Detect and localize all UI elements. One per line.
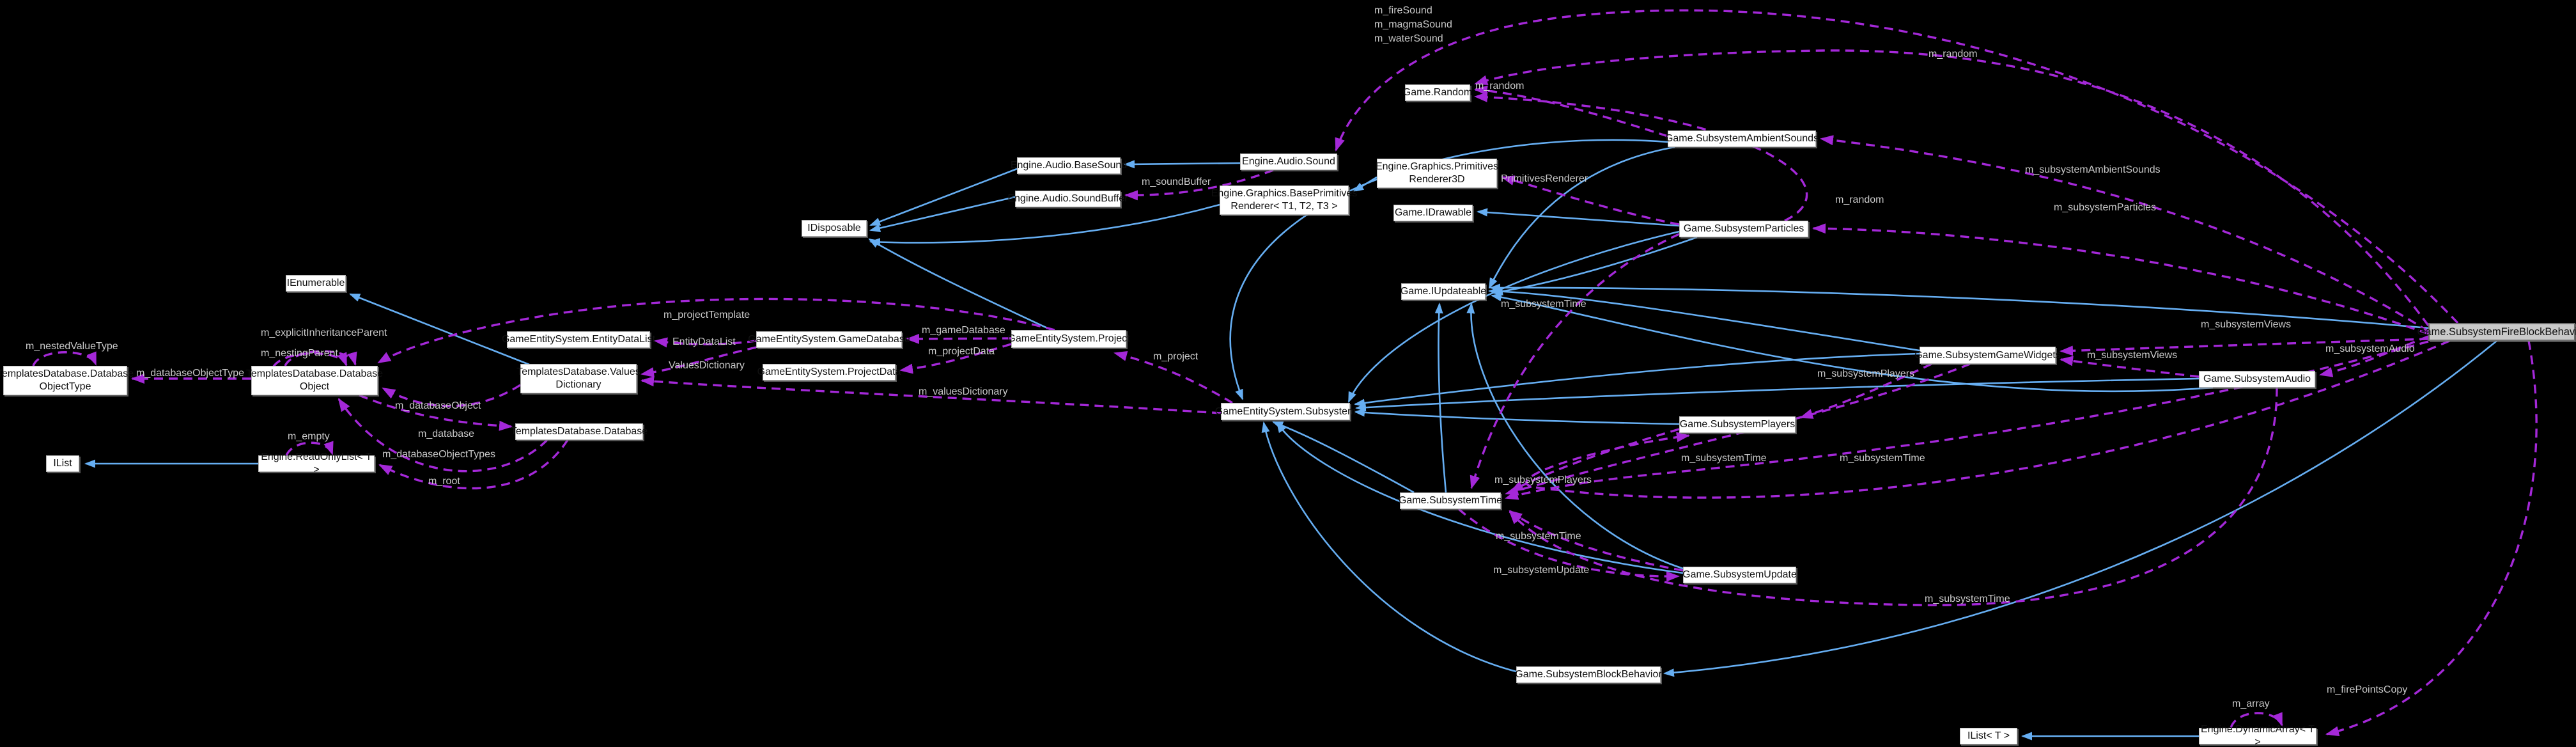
class-node-gameentitysystem-gamedatabase[interactable]: GameEntitySystem.GameDatabase [748, 331, 910, 348]
edge-time-iupdateable [1434, 303, 1447, 493]
class-node-engine-readonlylist[interactable]: Engine.ReadOnlyList< T > [258, 452, 375, 475]
edge-root [338, 398, 548, 473]
class-node-idisposable[interactable]: IDisposable [802, 220, 867, 237]
class-node-gameentitysystem-project[interactable]: GameEntitySystem.Project [1007, 330, 1130, 348]
class-node-templatesdatabase-databaseobjecttype[interactable]: TemplatesDatabase.Database ObjectType [0, 366, 134, 395]
edge-valuesdictionary-property [640, 346, 757, 377]
class-node-gameentitysystem-entitydatalist[interactable]: GameEntitySystem.EntityDataList [502, 331, 655, 348]
class-node-game-subsystemtime[interactable]: Game.SubsystemTime [1399, 492, 1502, 509]
edge-particles-idrawable [1477, 208, 1680, 227]
edge-subsystemupdate-time [1457, 508, 1680, 582]
edge-valuesdictionary-ienumerable [349, 293, 530, 366]
class-node-templatesdatabase-valuesdictionary[interactable]: TemplatesDatabase.Values Dictionary [516, 364, 640, 393]
edge-project-idisposable [868, 238, 1052, 331]
class-node-game-subsystemplayers[interactable]: Game.SubsystemPlayers [1679, 416, 1796, 433]
class-node-engine-graphics-baseprimitivesrenderer[interactable]: Engine.Graphics.BasePrimitives Renderer<… [1211, 185, 1357, 215]
class-node-engine-audio-basesound[interactable]: Engine.Audio.BaseSound [1011, 157, 1127, 174]
edge-subsystemparticles-member [1812, 223, 2429, 335]
edge-firepointscopy [2325, 340, 2538, 737]
edge-subsystemtime-update [1509, 510, 1684, 572]
edge-players-subsystem [1354, 408, 1680, 425]
class-node-game-subsystemblockbehavior[interactable]: Game.SubsystemBlockBehavior [1515, 666, 1662, 683]
class-node-engine-graphics-primitivesrenderer3d[interactable]: Engine.Graphics.Primitives Renderer3D [1376, 159, 1498, 188]
edge-blockbehavior-subsystem [1261, 421, 1517, 673]
edge-subsystemtime-particles [1470, 233, 1680, 489]
edge-firesounds [1335, 9, 2459, 324]
edge-databaseobjecttypes [378, 439, 569, 490]
class-node-game-idrawable[interactable]: Game.IDrawable [1393, 205, 1473, 221]
edge-fireblockbehavior-iupdateable [1489, 283, 2429, 329]
class-node-engine-dynamicarray[interactable]: Engine.DynamicArray< T > [2199, 724, 2316, 747]
class-node-templatesdatabase-database[interactable]: TemplatesDatabase.Database [511, 423, 648, 440]
inheritance-edges [84, 139, 2497, 741]
edge-particles-iupdateable [1492, 236, 1698, 295]
class-node-game-subsystemambientsounds[interactable]: Game.SubsystemAmbientSounds [1665, 130, 1819, 147]
edge-explicitinheritanceparent-selfloop [284, 350, 357, 366]
edge-primitivesrenderer [1501, 175, 1680, 226]
usage-edges [32, 9, 2538, 737]
edge-subsystemplayers-main [1525, 340, 2450, 499]
class-node-ilist-t[interactable]: IList< T > [1960, 728, 2017, 744]
edge-gamedatabase-member [906, 333, 1012, 344]
edge-array-selfloop [2230, 712, 2283, 728]
class-node-ienumerable[interactable]: IEnumerable [286, 275, 346, 292]
class-node-gameentitysystem-projectdata[interactable]: GameEntitySystem.ProjectData [757, 364, 901, 381]
edge-audio-iupdateable [1491, 293, 2214, 393]
edge-random-ambientsounds [1474, 85, 1668, 138]
class-node-game-subsystemaudio[interactable]: Game.SubsystemAudio [2199, 371, 2315, 388]
class-node-game-subsystemupdate[interactable]: Game.SubsystemUpdate [1682, 567, 1797, 583]
edge-time-subsystem [1272, 421, 1415, 494]
class-node-game-subsystemparticles[interactable]: Game.SubsystemParticles [1679, 221, 1808, 237]
edge-gamewidgets-subsystem [1354, 352, 1920, 407]
edge-empty-selfloop [285, 441, 334, 456]
class-node-engine-audio-sound[interactable]: Engine.Audio.Sound [1240, 153, 1337, 170]
class-node-game-iupdateable[interactable]: Game.IUpdateable [1401, 283, 1486, 300]
edge-projecttemplate [377, 297, 1055, 364]
edge-database-member [359, 394, 513, 431]
edge-subsystemambientsounds-member [1820, 135, 2429, 333]
edge-subsystemviews-main [2060, 338, 2429, 356]
edge-subsystemtime-audio [1509, 387, 2278, 606]
class-node-gameentitysystem-subsystem[interactable]: GameEntitySystem.Subsystem [1215, 403, 1356, 420]
edge-random-particles [1474, 91, 1808, 222]
edge-ambientsounds-iupdateable [1488, 146, 1675, 289]
class-node-game-random[interactable]: Game.Random [1403, 84, 1472, 101]
class-node-game-subsystemfireblockbehavior[interactable]: Game.SubsystemFireBlockBehavior [2417, 323, 2576, 341]
edge-projectdata-member [899, 343, 1012, 374]
edge-basesound-idisposable [869, 168, 1018, 226]
edge-databaseobject-member [382, 384, 521, 407]
edge-subsystemaudio-member [2319, 335, 2429, 377]
edge-subsystemviews-audio [2060, 356, 2200, 378]
class-node-templatesdatabase-databaseobject[interactable]: TemplatesDatabase.Database Object [246, 366, 383, 395]
edge-random-main [1474, 49, 2430, 327]
edge-nestedvaluetype-selfloop [32, 351, 97, 366]
class-node-engine-audio-soundbuffer[interactable]: Engine.Audio.SoundBuffer [1007, 191, 1128, 207]
edge-valuesdictionary-member [640, 376, 1222, 414]
edge-subsystemplayers-widgets [1799, 363, 1932, 419]
edge-fireblockbehavior-blockbehavior [1663, 340, 2497, 677]
edge-nestingparent-selfloop [272, 352, 348, 368]
class-node-game-subsystemgamewidgets[interactable]: Game.SubsystemGameWidgets [1914, 347, 2061, 364]
class-node-ilist[interactable]: IList [46, 455, 79, 472]
edge-soundbuffer-idisposable [869, 196, 1016, 232]
edge-entitydatalist-property [654, 337, 757, 348]
edge-gamewidgets-iupdateable [1488, 287, 1920, 352]
edge-audio-subsystem [1355, 377, 2200, 412]
edge-update-iupdateable [1466, 303, 1684, 570]
edge-soundbuffer-member [1124, 169, 1274, 201]
edge-project-member [1113, 350, 1233, 404]
edge-sound-basesound [1124, 160, 1241, 169]
edge-particles-subsystem [1347, 230, 1680, 403]
edge-baseprimitivesrenderer-idisposable [869, 203, 1220, 247]
